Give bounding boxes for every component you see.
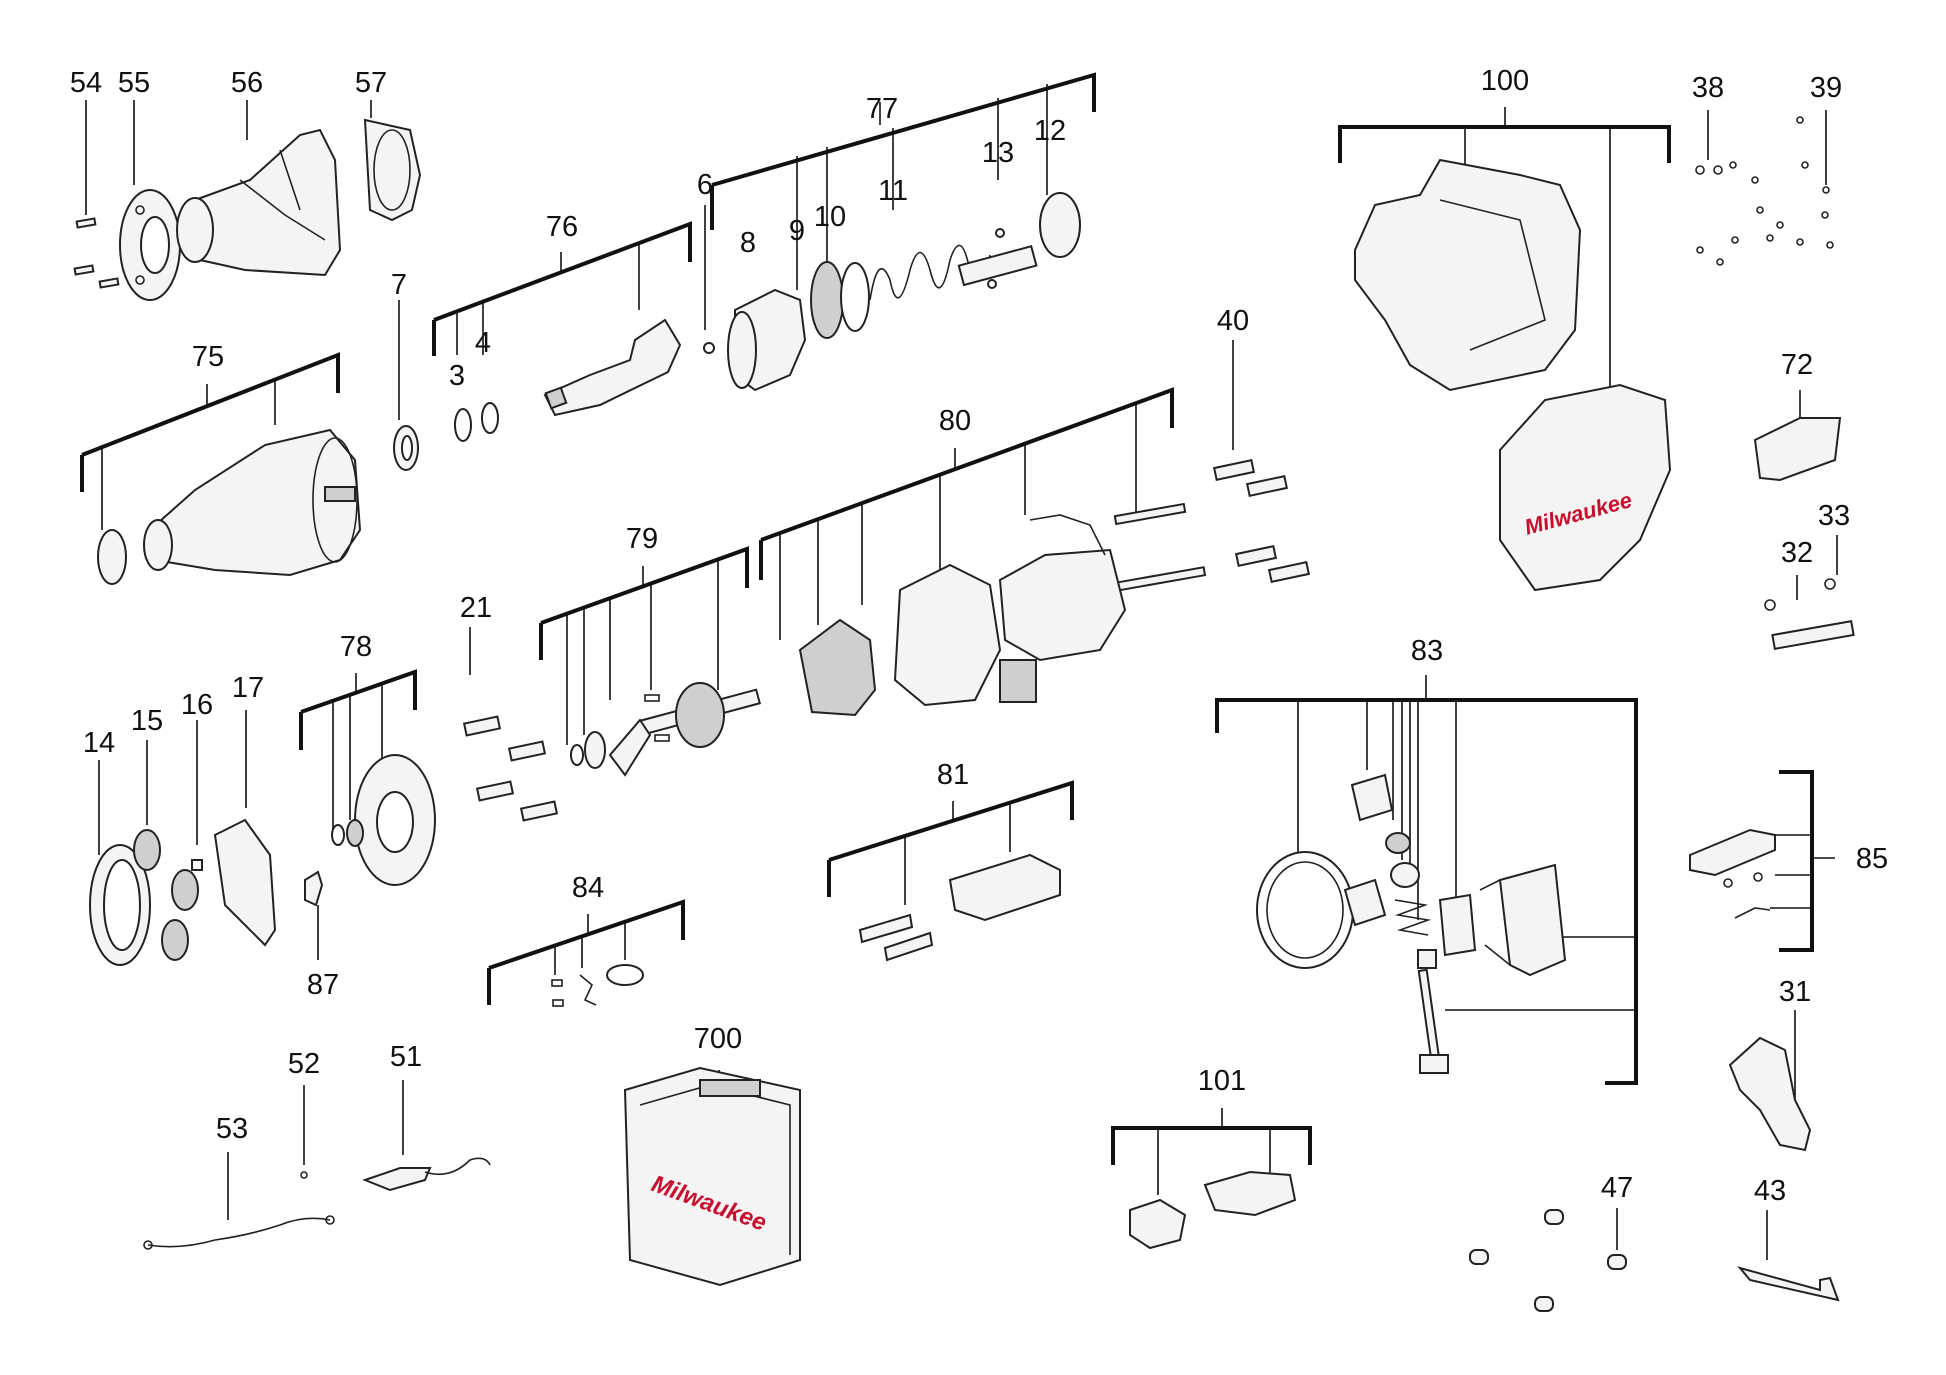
- part-76-anvil: [543, 318, 682, 417]
- bracket-75: [80, 352, 340, 530]
- part-38-39-screws: [1695, 116, 1834, 266]
- label-43: 43: [1754, 1175, 1786, 1207]
- label-700: 700: [694, 1023, 742, 1055]
- bracket-84: [487, 899, 685, 1005]
- part-8-hammer: [727, 288, 807, 392]
- label-54: 54: [70, 67, 102, 99]
- part-12-spindle: [957, 192, 1081, 289]
- part-79-rotor: [570, 682, 761, 777]
- part-31-grip: [1728, 1036, 1812, 1152]
- label-10: 10: [814, 201, 846, 233]
- label-84: 84: [572, 872, 604, 904]
- label-52: 52: [288, 1048, 320, 1080]
- label-3: 3: [449, 360, 465, 392]
- part-84-parts: [551, 964, 644, 1007]
- part-81-parts: [858, 853, 1061, 962]
- part-100-housing: Milwaukee: [1354, 158, 1672, 592]
- part-6-ball: [703, 342, 715, 354]
- part-7-ring: [393, 425, 419, 471]
- label-17: 17: [232, 672, 264, 704]
- label-56: 56: [231, 67, 263, 99]
- part-85-parts: [1689, 828, 1776, 919]
- label-14: 14: [83, 727, 115, 759]
- label-79: 79: [626, 523, 658, 555]
- bracket-83: [1215, 675, 1638, 1085]
- part-72-label: [1753, 417, 1842, 482]
- label-12: 12: [1034, 115, 1066, 147]
- label-78: 78: [340, 631, 372, 663]
- label-75: 75: [192, 341, 224, 373]
- part-78-gear-housing: [331, 754, 436, 886]
- part-10-washer: [840, 262, 870, 332]
- part-80-motor-assembly: [798, 502, 1207, 717]
- label-4: 4: [475, 327, 491, 359]
- label-13: 13: [982, 137, 1014, 169]
- part-47-pins: [1469, 1209, 1627, 1312]
- label-15: 15: [131, 705, 163, 737]
- part-3-4-rings: [454, 402, 499, 442]
- part-14-17-gearset: [89, 818, 277, 966]
- label-85: 85: [1856, 843, 1888, 875]
- bracket-79: [539, 546, 749, 745]
- part-32-33-plate: [1764, 578, 1855, 650]
- bracket-76: [432, 221, 692, 356]
- label-9: 9: [789, 215, 805, 247]
- part-83-handle: [1256, 773, 1567, 1074]
- label-39: 39: [1810, 72, 1842, 104]
- label-11: 11: [878, 175, 908, 207]
- bracket-85: [1770, 770, 1835, 952]
- bracket-81: [827, 780, 1074, 905]
- label-87: 87: [307, 969, 339, 1001]
- part-57-guard: [363, 118, 422, 222]
- bracket-77: [710, 72, 1096, 290]
- label-38: 38: [1692, 72, 1724, 104]
- label-57: 57: [355, 67, 387, 99]
- label-32: 32: [1781, 537, 1813, 569]
- label-83: 83: [1411, 635, 1443, 667]
- part-700-case: Milwaukee: [623, 1066, 801, 1287]
- label-80: 80: [939, 405, 971, 437]
- label-55: 55: [118, 67, 150, 99]
- part-75-housing: [97, 428, 362, 585]
- part-labels: 54 55 56 57 75 76 3 4 7 6 77 8 9 10 11 1…: [70, 65, 1888, 1207]
- part-87-clip: [304, 870, 324, 907]
- bracket-78: [299, 669, 417, 830]
- part-54-screws: [73, 217, 120, 289]
- part-21-bolts: [462, 715, 559, 822]
- single-leaders: [85, 100, 1838, 1260]
- label-51: 51: [390, 1041, 422, 1073]
- part-9-bearing: [810, 261, 844, 339]
- label-7: 7: [391, 269, 407, 301]
- part-101-parts: [1129, 1170, 1297, 1250]
- part-55-flange: [119, 189, 181, 301]
- label-16: 16: [181, 689, 213, 721]
- label-81: 81: [937, 759, 969, 791]
- label-47: 47: [1601, 1172, 1633, 1204]
- label-33: 33: [1818, 500, 1850, 532]
- part-51-53-wiring: [143, 1157, 491, 1250]
- label-77: 77: [866, 93, 898, 125]
- part-40-bolts: [1212, 458, 1311, 584]
- bracket-80: [759, 387, 1174, 640]
- label-53: 53: [216, 1113, 248, 1145]
- bracket-101: [1111, 1108, 1312, 1195]
- label-40: 40: [1217, 305, 1249, 337]
- part-11-spring: [869, 244, 991, 301]
- label-100: 100: [1481, 65, 1529, 97]
- label-31: 31: [1779, 976, 1811, 1008]
- label-76: 76: [546, 211, 578, 243]
- label-21: 21: [460, 592, 492, 624]
- part-56-nose-housing: [176, 128, 342, 277]
- label-6: 6: [697, 169, 713, 201]
- label-72: 72: [1781, 349, 1813, 381]
- label-8: 8: [740, 227, 756, 259]
- label-101: 101: [1198, 1065, 1246, 1097]
- part-43-hex-key: [1737, 1266, 1840, 1302]
